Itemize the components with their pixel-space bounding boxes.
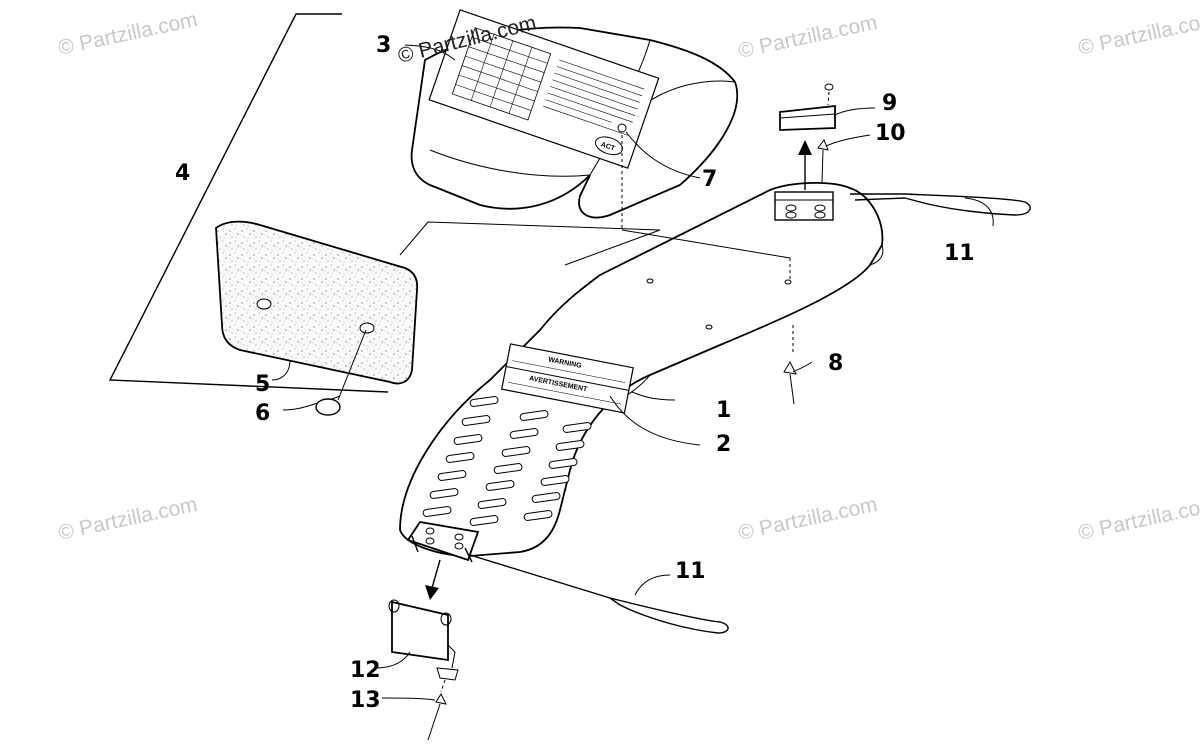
rack-deck: WARNING AVERTISSEMENT (399, 182, 884, 557)
warning-label: WARNING AVERTISSEMENT (501, 343, 634, 414)
rivet (427, 679, 447, 741)
assembly-arrow (425, 559, 441, 600)
callout-13: 13 (350, 688, 381, 713)
front-hinge-bracket (406, 521, 480, 563)
watermark: © Partzilla.com (736, 493, 879, 545)
callout-5: 5 (255, 372, 270, 397)
callout-numbers: 1 2 3 4 5 6 7 8 9 10 11 11 12 13 (175, 33, 975, 713)
hinge-piece (388, 599, 459, 681)
group-bracket-line (108, 13, 661, 393)
fastener-path (621, 135, 791, 280)
rivet (783, 325, 797, 405)
watermark: © Partzilla.com (736, 11, 879, 63)
document-pouch: ACT (410, 9, 739, 219)
callout-2: 2 (716, 432, 731, 457)
pin-clip-front (469, 554, 729, 634)
rear-hinge-bracket (774, 191, 834, 221)
callout-12: 12 (350, 658, 381, 683)
callout-9: 9 (882, 91, 897, 116)
push-fastener (315, 329, 367, 416)
callout-11-rear: 11 (944, 241, 975, 266)
act-logo: ACT (600, 141, 617, 153)
callout-11-front: 11 (675, 559, 706, 584)
callout-8: 8 (828, 351, 843, 376)
pin-clip-rear (850, 193, 1031, 216)
callout-4: 4 (175, 161, 190, 186)
hinge-cap (779, 83, 836, 131)
callout-1: 1 (716, 398, 731, 423)
callout-10: 10 (875, 121, 906, 146)
watermark: © Partzilla.com (56, 8, 199, 60)
watermark: © Partzilla.com (1076, 8, 1200, 60)
callout-6: 6 (255, 401, 270, 426)
callout-7: 7 (702, 167, 717, 192)
callout-3: 3 (376, 33, 391, 58)
leader-lines (271, 44, 994, 701)
foam-pad (215, 220, 419, 385)
watermark: © Partzilla.com (56, 493, 199, 545)
rivet (817, 138, 829, 183)
assembly-arrow (798, 140, 812, 190)
watermark: © Partzilla.com (1076, 493, 1200, 545)
